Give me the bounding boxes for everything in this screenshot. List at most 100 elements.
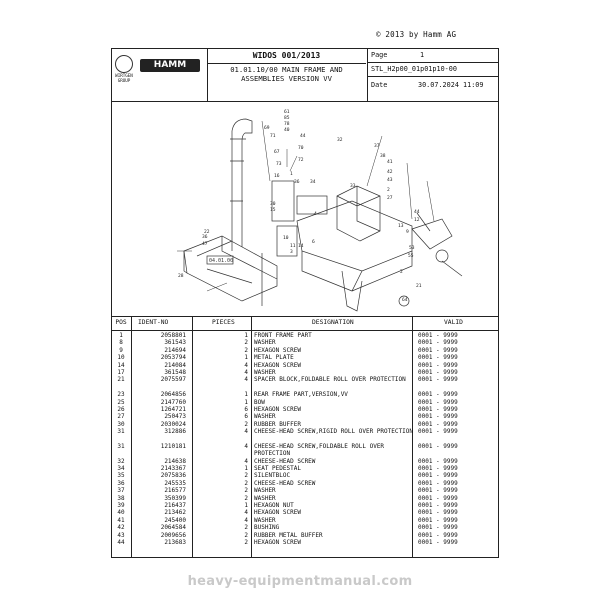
meta-block: Page 1 STL_H2p00_01p01p10-00 Date 30.07.…: [367, 49, 499, 101]
cell-designation: SPACER BLOCK,FOLDABLE ROLL OVER PROTECTI…: [254, 376, 406, 384]
cell-designation: WASHER: [254, 339, 276, 347]
cell-pieces: 1: [244, 354, 248, 362]
cell-pieces: 4: [244, 442, 248, 450]
cell-designation: METAL PLATE: [254, 354, 294, 362]
assembly-title: 01.01.10/00 MAIN FRAME AND ASSEMBLIES VE…: [230, 65, 343, 83]
cell-valid: 0001 - 9999: [418, 391, 458, 399]
cell-pieces: 4: [244, 361, 248, 369]
roll-bar: [231, 118, 253, 251]
cell-pos: 27: [117, 413, 125, 421]
cell-valid: 0001 - 9999: [418, 479, 458, 487]
model-title: WIDOS 001/2013: [207, 49, 366, 64]
parts-table-header: POS IDENT-NO PIECES DESIGNATION VALID: [112, 316, 498, 331]
cell-valid: 0001 - 9999: [418, 531, 458, 539]
cell-pos: 14: [117, 361, 125, 369]
cell-ident: 245535: [164, 479, 186, 487]
cell-valid: 0001 - 9999: [418, 413, 458, 421]
copyright-note: © 2013 by Hamm AG: [376, 30, 457, 39]
cell-pieces: 6: [244, 405, 248, 413]
callout-number: 72: [298, 157, 304, 163]
cell-pos: 8: [119, 339, 123, 347]
date-value: 30.07.2024 11:09: [418, 81, 484, 89]
cell-ident: 2009656: [160, 531, 186, 539]
cell-designation: CHEESE-HEAD SCREW: [254, 457, 316, 465]
cell-pos: 25: [117, 398, 125, 406]
cell-ident: 2064584: [160, 524, 186, 532]
cell-designation: HEXAGON SCREW: [254, 405, 301, 413]
cell-valid: 0001 - 9999: [418, 428, 458, 436]
callout-number: 28: [178, 273, 184, 279]
cell-pieces: 2: [244, 420, 248, 428]
cell-ident: 2075597: [160, 376, 186, 384]
callout-number: 1: [290, 171, 293, 177]
cell-valid: 0001 - 9999: [418, 472, 458, 480]
cell-pos: 31: [117, 428, 125, 436]
cell-pieces: 2: [244, 339, 248, 347]
table-row: 21 2075597 4 SPACER BLOCK,FOLDABLE ROLL OVE…: [112, 376, 498, 391]
callout-number: 13: [398, 223, 404, 229]
cell-pieces: 2: [244, 524, 248, 532]
cell-pos: 37: [117, 487, 125, 495]
callout-number: 53: [409, 245, 415, 251]
cell-valid: 0001 - 9999: [418, 339, 458, 347]
page-row: Page 1: [368, 49, 499, 63]
watermark: heavy-equipmentmanual.com: [187, 574, 413, 589]
callout-number: 11: [290, 243, 296, 249]
callout-number: 27: [387, 195, 393, 201]
cell-designation: RUBBER BUFFER: [254, 420, 301, 428]
cell-pos: 36: [117, 479, 125, 487]
cell-pieces: 1: [244, 398, 248, 406]
cell-valid: 0001 - 9999: [418, 361, 458, 369]
hamm-logo: HAMM: [140, 59, 200, 72]
callout-number: 3: [290, 249, 293, 255]
cell-valid: 0001 - 9999: [418, 516, 458, 524]
column-divider: [251, 316, 252, 558]
callout-number: 38: [380, 153, 386, 159]
cell-valid: 0001 - 9999: [418, 494, 458, 502]
column-divider: [131, 316, 132, 558]
header-pieces: PIECES: [212, 319, 235, 326]
cell-designation: BUSHING: [254, 524, 280, 532]
cell-pieces: 4: [244, 457, 248, 465]
callout-number: 44: [300, 133, 306, 139]
cell-designation: CHEESE-HEAD SCREW,RIGID ROLL OVER PROTEC…: [254, 428, 413, 436]
cell-ident: 2058801: [160, 332, 186, 339]
callout-number: 22: [204, 229, 210, 235]
cell-ident: 312886: [164, 428, 186, 436]
cell-ident: 361543: [164, 339, 186, 347]
title-cell: WIDOS 001/2013 01.01.10/00 MAIN FRAME AN…: [207, 49, 499, 101]
cell-valid: 0001 - 9999: [418, 398, 458, 406]
callout-number: 43: [387, 177, 393, 183]
cell-pos: 26: [117, 405, 125, 413]
cell-pos: 42: [117, 524, 125, 532]
cell-designation: RUBBER METAL BUFFER: [254, 531, 323, 539]
callout-number: 15: [270, 207, 276, 213]
callout-number: 2: [387, 187, 390, 193]
callout-number: 71: [270, 133, 276, 139]
callout-number: 40: [284, 127, 290, 133]
cell-pos: 43: [117, 531, 125, 539]
cell-pieces: 2: [244, 346, 248, 354]
cell-pieces: 4: [244, 376, 248, 384]
cell-ident: 2053794: [160, 354, 186, 362]
cell-designation: CHEESE-HEAD SCREW: [254, 479, 316, 487]
cell-pos: 39: [117, 502, 125, 510]
cell-designation: FRONT FRAME PART: [254, 332, 312, 339]
callout-number: 2: [400, 269, 403, 275]
callout-number: 30: [270, 201, 276, 207]
column-divider: [412, 316, 413, 558]
cell-pos: 21: [117, 376, 125, 384]
cell-pieces: 4: [244, 516, 248, 524]
cell-ident: 214084: [164, 361, 186, 369]
cell-valid: 0001 - 9999: [418, 465, 458, 473]
cell-pos: 41: [117, 516, 125, 524]
